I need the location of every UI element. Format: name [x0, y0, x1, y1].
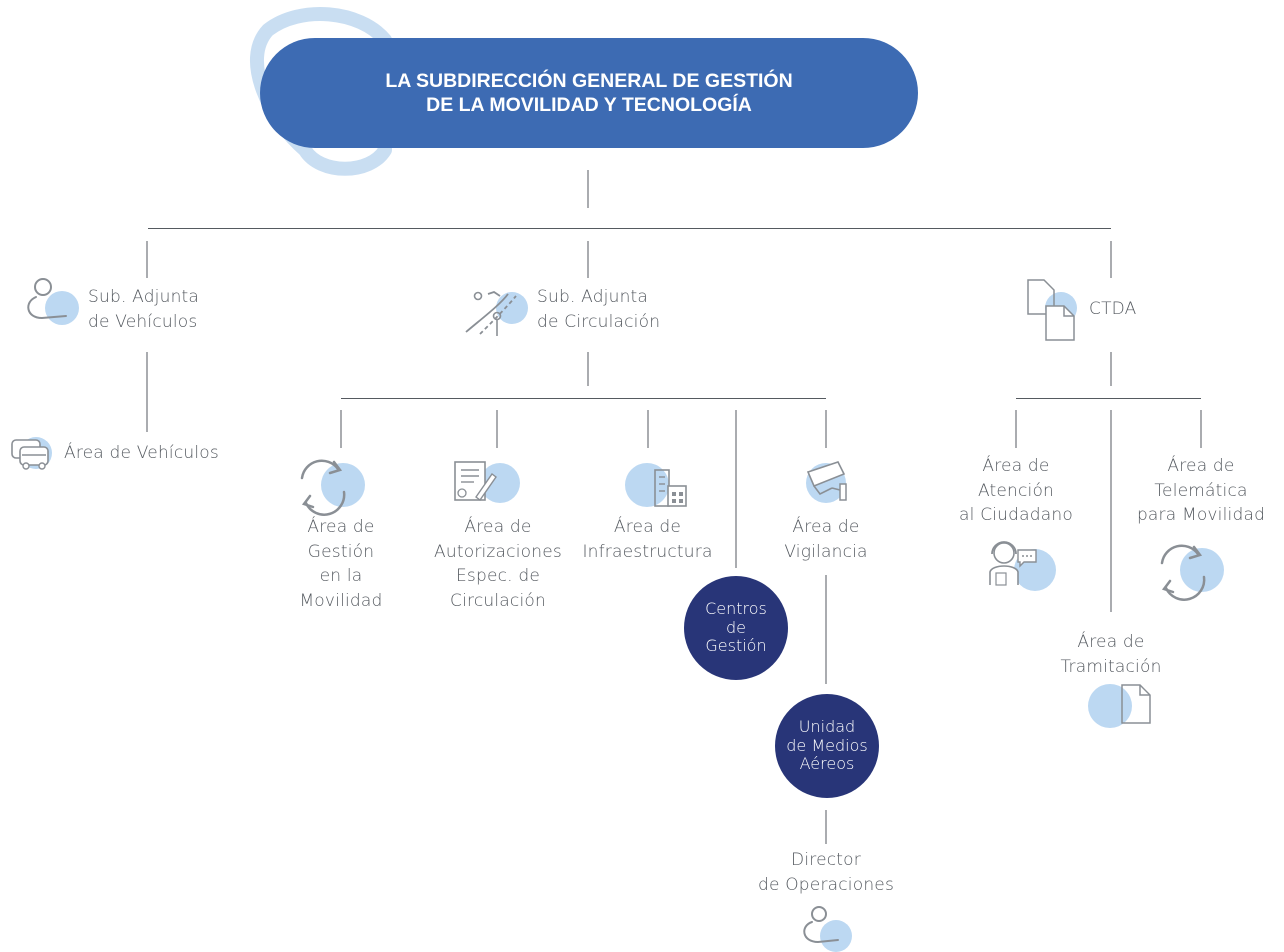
- node-label: Área de: [982, 456, 1050, 476]
- node-label: Gestión: [705, 636, 767, 656]
- node-label: Atención: [977, 480, 1055, 501]
- node-label: CTDA: [1089, 299, 1137, 319]
- node-label: Área de: [1167, 456, 1235, 476]
- node-label: Área de: [464, 517, 532, 537]
- node-area-tramitacion: Área de Tramitación: [1051, 630, 1171, 679]
- node-area-vigilancia: Área de Vigilancia: [766, 515, 886, 564]
- node-label: Tramitación: [1060, 656, 1162, 677]
- node-area-autorizaciones: Área de Autorizaciones Espec. de Circula…: [422, 515, 574, 613]
- connector-lines: [146, 170, 1202, 844]
- vehicles-icon: [11, 437, 52, 470]
- node-director-operaciones: Director de Operaciones: [746, 848, 906, 897]
- title-line-1: LA SUBDIRECCIÓN GENERAL DE GESTIÓN: [385, 70, 793, 92]
- node-area-atencion: Área de Atención al Ciudadano: [946, 454, 1086, 528]
- node-area-vehiculos: Área de Vehículos: [64, 441, 219, 466]
- refresh-icon: [1160, 544, 1224, 601]
- node-sub-circulacion: Sub. Adjunta de Circulación: [537, 285, 660, 334]
- node-label: de Vehículos: [88, 311, 198, 332]
- node-centros-gestion: Centros de Gestión: [684, 576, 788, 680]
- person-icon: [27, 278, 79, 325]
- camera-icon: [806, 461, 847, 503]
- node-label: Circulación: [450, 590, 546, 611]
- documents-icon: [1027, 279, 1077, 341]
- building-icon: [625, 463, 687, 507]
- node-label: para Movilidad: [1136, 505, 1266, 525]
- node-label: Área de Vehículos: [64, 443, 219, 463]
- node-label: de Circulación: [537, 311, 661, 332]
- node-label: de: [726, 617, 746, 637]
- node-label: Aéreos: [799, 754, 855, 774]
- title-line-2: DE LA MOVILIDAD Y TECNOLOGÍA: [426, 94, 752, 116]
- node-label: en la: [319, 566, 363, 586]
- node-label: al Ciudadano: [959, 505, 1073, 525]
- node-label: Sub. Adjunta: [537, 287, 649, 307]
- road-icon: [465, 291, 528, 336]
- node-area-gestion: Área de Gestión en la Movilidad: [281, 515, 401, 613]
- page-title: LA SUBDIRECCIÓN GENERAL DE GESTIÓN DE LA…: [260, 38, 918, 148]
- node-label: Área de: [1077, 632, 1145, 652]
- node-label: Área de: [792, 517, 860, 537]
- node-label: Infraestructura: [582, 541, 713, 562]
- node-label: Área de: [613, 517, 682, 537]
- node-label: Área de: [307, 517, 375, 537]
- node-label: Centros: [705, 599, 767, 619]
- node-label: Gestión: [307, 541, 375, 562]
- document-icon: [1088, 684, 1151, 728]
- support-agent-icon: [989, 541, 1056, 591]
- node-label: Espec. de: [455, 566, 541, 586]
- node-unidad-medios-aereos: Unidad de Medios Aéreos: [775, 694, 879, 798]
- node-label: de Operaciones: [757, 874, 895, 895]
- node-label: Unidad: [798, 717, 856, 737]
- node-label: Sub. Adjunta: [88, 287, 200, 307]
- node-sub-vehiculos: Sub. Adjunta de Vehículos: [88, 285, 199, 334]
- node-ctda: CTDA: [1089, 297, 1136, 322]
- form-pen-icon: [454, 461, 520, 503]
- node-label: Telemática: [1154, 480, 1248, 501]
- node-label: Movilidad: [299, 590, 383, 611]
- node-area-telematica: Área de Telemática para Movilidad: [1128, 454, 1274, 528]
- node-area-infraestructura: Área de Infraestructura: [576, 515, 719, 564]
- person-icon: [803, 906, 852, 952]
- node-label: Director: [791, 850, 861, 870]
- refresh-icon: [300, 459, 365, 516]
- node-label: Vigilancia: [784, 541, 868, 562]
- node-label: de Medios: [786, 735, 868, 755]
- node-label: Autorizaciones: [434, 541, 562, 562]
